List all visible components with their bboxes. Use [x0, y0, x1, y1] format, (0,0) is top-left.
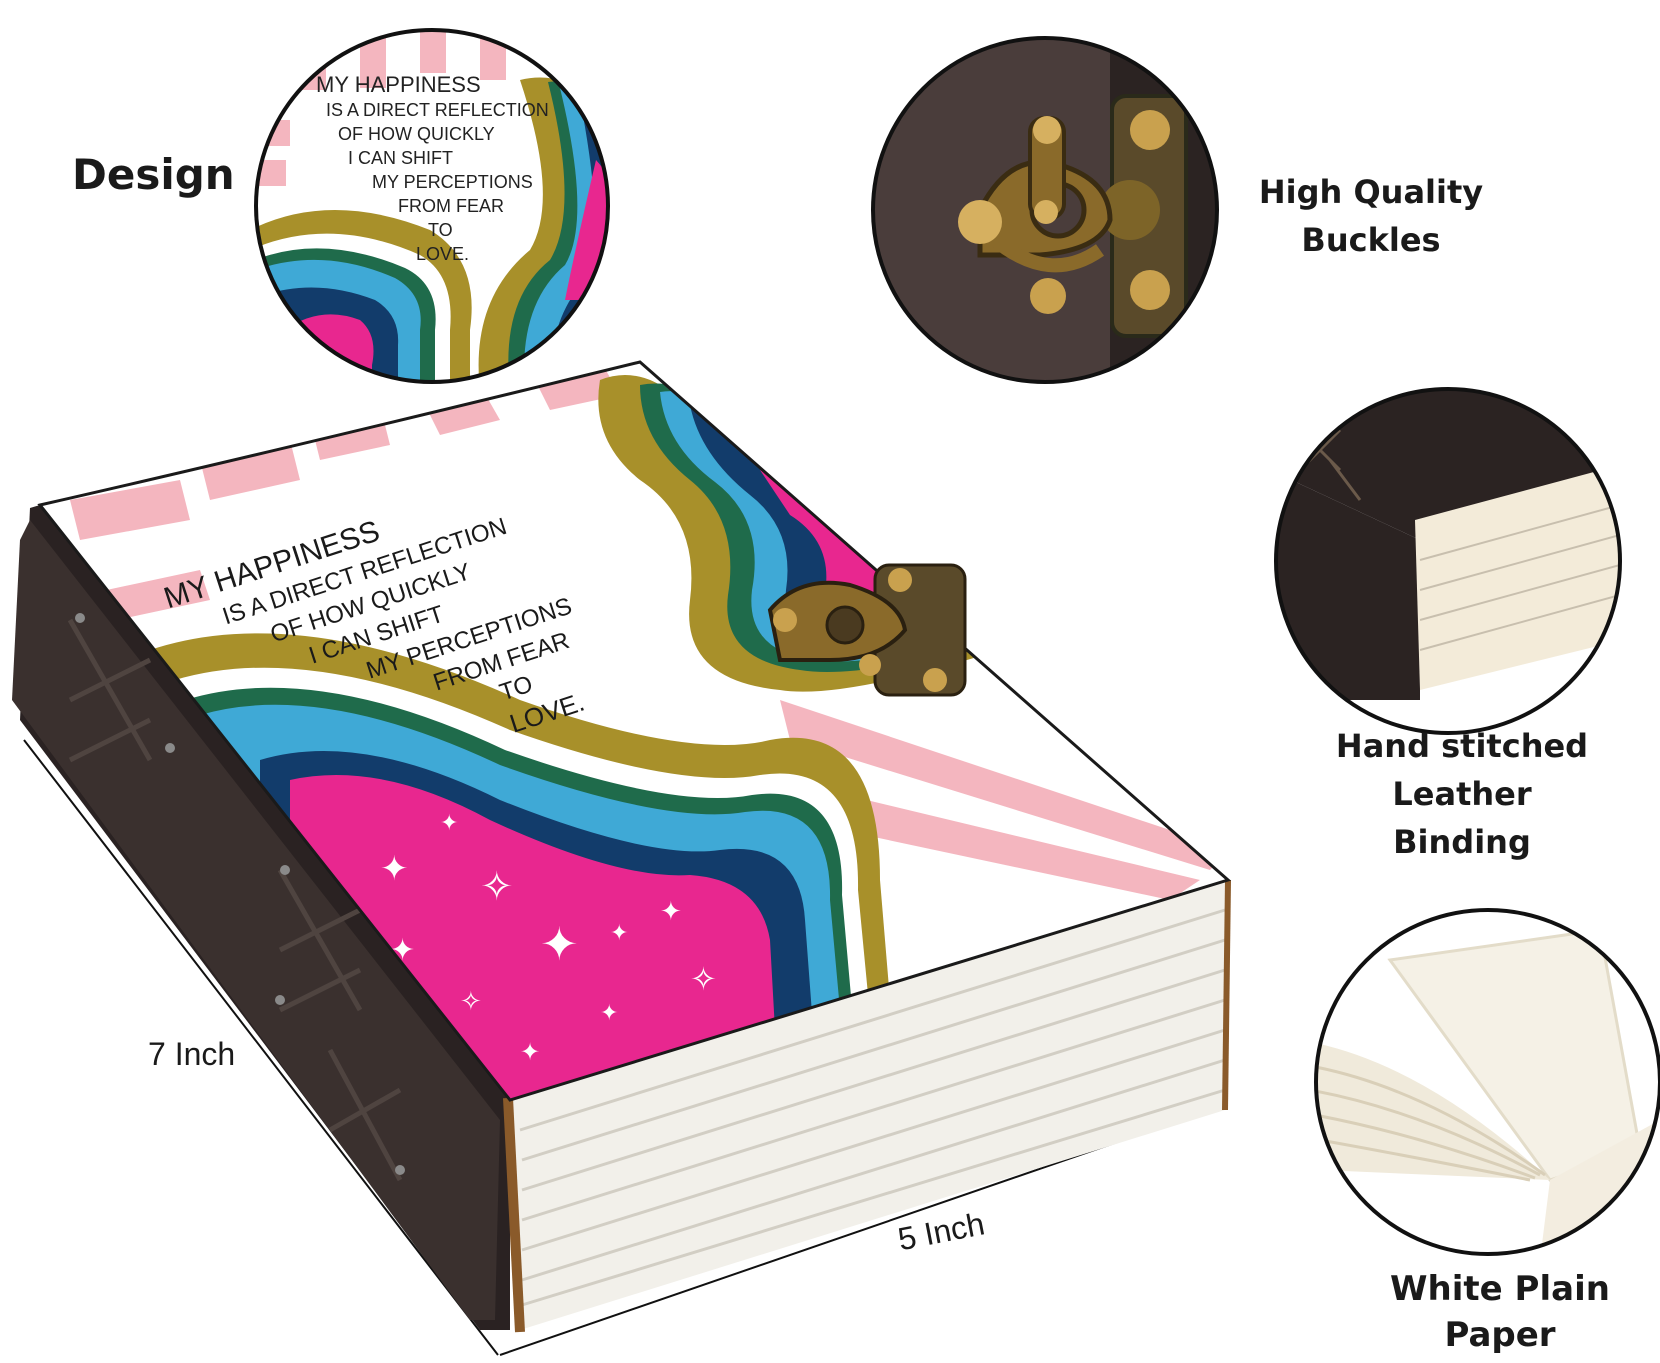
height-dimension-label: 7 Inch [148, 1036, 236, 1072]
quote-line: LOVE. [416, 244, 469, 264]
svg-text:✦: ✦ [610, 921, 628, 946]
height-dimension-line [23, 739, 499, 1356]
svg-text:✧: ✧ [480, 864, 514, 910]
binding-label-line2: Binding [1393, 823, 1531, 861]
binding-label: Hand stitched Leather Binding [1262, 722, 1660, 866]
journal-book: ✦ ✦ ✧ ✦ ✦ ✦ ✦ ✧ ✧ ✦ ✦ MY HAPPINESS IS A … [12, 360, 1232, 1356]
buckles-label: High Quality Buckles [1256, 168, 1486, 264]
quote-line: I CAN SHIFT [348, 148, 453, 168]
design-label: Design [72, 150, 235, 199]
svg-text:✦: ✦ [380, 849, 409, 889]
stars: ✦ ✦ ✧ ✦ ✦ ✦ ✦ ✧ ✧ ✦ ✦ [380, 811, 717, 1066]
svg-text:✦: ✦ [600, 1001, 618, 1026]
quote-line: MY HAPPINESS [316, 72, 481, 97]
binding-label-line1: Hand stitched Leather [1335, 727, 1589, 813]
quote-line: TO [428, 220, 453, 240]
svg-text:✦: ✦ [440, 811, 458, 836]
cover-clasp [767, 563, 967, 697]
quote-line: MY PERCEPTIONS [372, 172, 533, 192]
stitching [67, 618, 403, 1182]
design-quote: MY HAPPINESS IS A DIRECT REFLECTION OF H… [316, 72, 549, 264]
buckles-label-line2: Buckles [1301, 221, 1441, 259]
page-block [510, 880, 1228, 1330]
svg-text:✦: ✦ [540, 917, 579, 971]
svg-text:✧: ✧ [460, 987, 482, 1017]
paper-label: White Plain Paper [1380, 1266, 1620, 1358]
quote-line: IS A DIRECT REFLECTION [326, 100, 549, 120]
paper-label-line1: White Plain [1390, 1269, 1610, 1309]
buckle-detail-circle [873, 38, 1217, 382]
svg-text:✦: ✦ [660, 897, 682, 927]
paper-detail-circle [1316, 910, 1660, 1254]
quote-line: OF HOW QUICKLY [338, 124, 495, 144]
binding-detail-circle [1276, 389, 1620, 733]
svg-text:✦: ✦ [520, 1038, 540, 1066]
svg-text:✧: ✧ [690, 960, 717, 998]
quote-line: FROM FEAR [398, 196, 504, 216]
buckles-label-line1: High Quality [1258, 173, 1484, 211]
paper-label-line2: Paper [1444, 1315, 1556, 1355]
